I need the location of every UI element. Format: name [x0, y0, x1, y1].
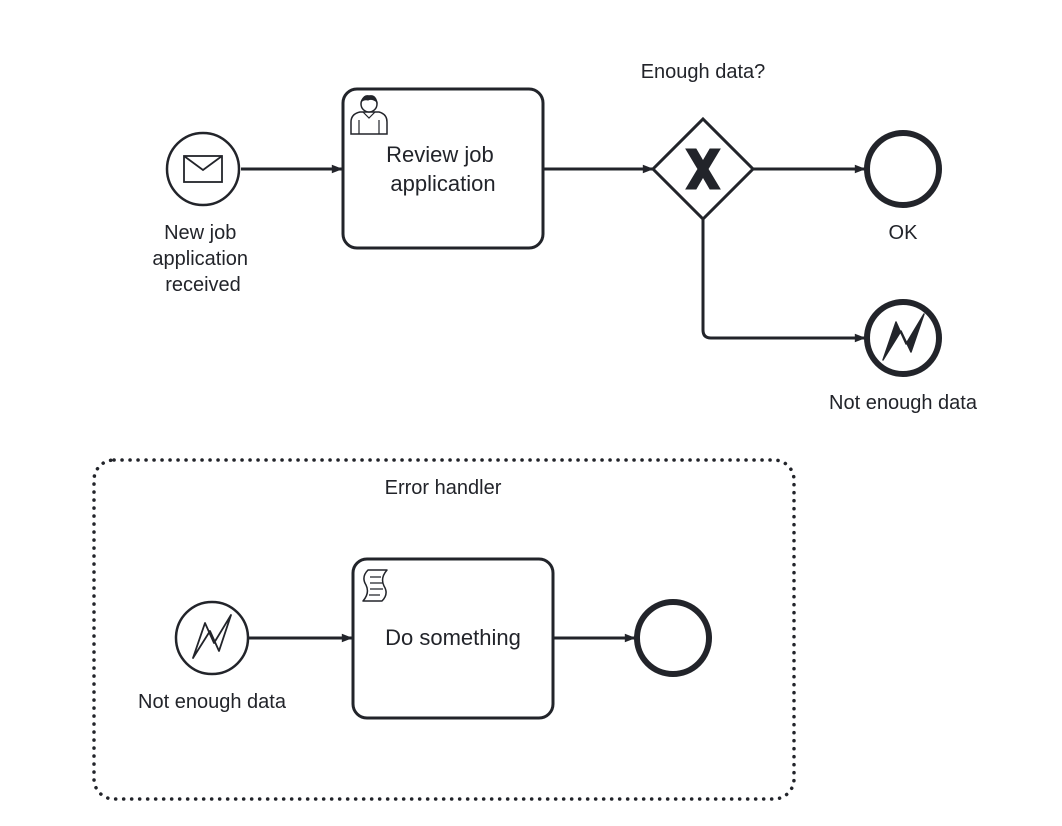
exclusive-gateway[interactable] [650, 116, 756, 222]
end-ok-label: OK [889, 222, 919, 244]
review-job-application-task[interactable]: Review job application [341, 87, 545, 250]
lightning-icon [192, 614, 232, 659]
do-something-script-task[interactable]: Do something [351, 557, 555, 720]
x-gateway-icon [685, 148, 721, 190]
error-end-label: Not enough data [829, 392, 978, 414]
end-event-ok[interactable] [864, 130, 942, 208]
error-start-event[interactable] [174, 600, 250, 676]
subprocess-label: Error handler [385, 477, 502, 499]
subprocess-end-event[interactable] [634, 599, 712, 677]
start-message-event[interactable] [165, 131, 241, 207]
start-event-label-line-3: received [165, 274, 241, 296]
user-task-icon [350, 95, 388, 135]
review-task-label-line-2: application [390, 171, 495, 196]
script-icon [362, 569, 388, 602]
review-task-label-line-1: Review job [386, 142, 494, 167]
review-task-label: Review job application [386, 142, 500, 196]
event-subprocess-error-handler[interactable] [92, 458, 796, 801]
start-event-label-line-2: application [152, 248, 248, 270]
envelope-icon [183, 155, 223, 183]
lightning-icon [882, 313, 925, 361]
gateway-label: Enough data? [641, 61, 766, 83]
error-start-label: Not enough data [138, 691, 287, 713]
sequence-flow-gateway-to-error-end[interactable] [701, 219, 865, 338]
script-task-label: Do something [385, 625, 521, 650]
start-event-label-line-1: New job [164, 222, 236, 244]
error-end-event[interactable] [864, 299, 942, 377]
start-event-label: New job application received [152, 222, 253, 296]
